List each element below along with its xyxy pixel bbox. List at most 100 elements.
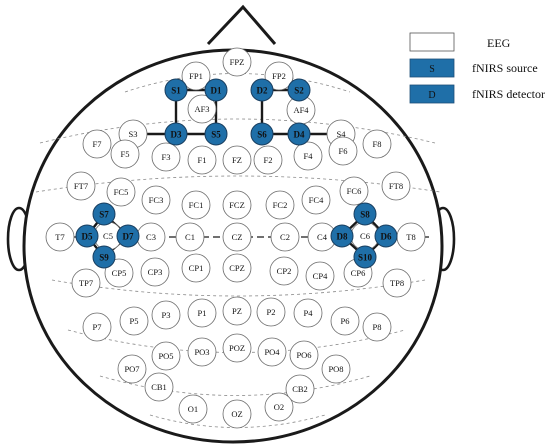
fnirs-optode-label: S6 bbox=[257, 130, 267, 140]
eeg-electrode-label: P2 bbox=[267, 307, 276, 317]
eeg-electrode-label: C4 bbox=[317, 232, 328, 242]
eeg-electrode-label: PZ bbox=[232, 306, 242, 316]
eeg-electrode-label: FC2 bbox=[273, 200, 288, 210]
eeg-electrode-label: PO6 bbox=[296, 350, 311, 360]
eeg-electrode-label: CB1 bbox=[151, 382, 167, 392]
eeg-electrode-po7: PO7 bbox=[117, 354, 147, 384]
eeg-electrode-o2: O2 bbox=[264, 392, 294, 422]
eeg-electrode-circle bbox=[362, 312, 392, 342]
eeg-electrode-label: FC5 bbox=[114, 187, 129, 197]
eeg-electrode-f6: F6 bbox=[328, 136, 358, 166]
eeg-electrode-circle bbox=[285, 374, 315, 404]
eeg-electrode-label: FPZ bbox=[230, 57, 245, 67]
fnirs-optode-circle bbox=[92, 245, 116, 269]
eeg-electrode-circle bbox=[151, 341, 181, 371]
eeg-electrode-af3: AF3 bbox=[187, 94, 217, 124]
eeg-electrode-fcz: FCZ bbox=[222, 190, 252, 220]
fnirs-optode-circle bbox=[204, 78, 228, 102]
fnirs-source-s10: S10 bbox=[353, 245, 377, 269]
fnirs-source-s5: S5 bbox=[204, 122, 228, 146]
eeg-electrode-label: F8 bbox=[373, 139, 382, 149]
fnirs-optode-label: S2 bbox=[294, 86, 304, 96]
eeg-electrode-label: CP6 bbox=[351, 268, 366, 278]
eeg-electrode-label: FT7 bbox=[74, 181, 88, 191]
eeg-electrode-circle bbox=[181, 190, 211, 220]
eeg-electrode-circle bbox=[222, 145, 252, 175]
eeg-electrode-tp8: TP8 bbox=[382, 268, 412, 298]
eeg-electrode-circle bbox=[144, 372, 174, 402]
eeg-electrode-label: TP8 bbox=[390, 278, 404, 288]
eeg-electrode-c3: C3 bbox=[136, 222, 166, 252]
eeg-electrode-circle bbox=[289, 340, 319, 370]
eeg-electrode-cb1: CB1 bbox=[144, 372, 174, 402]
eeg-electrode-label: F5 bbox=[121, 149, 130, 159]
eeg-electrode-fz: FZ bbox=[222, 145, 252, 175]
eeg-electrode-f5: F5 bbox=[110, 139, 140, 169]
eeg-electrode-circle bbox=[222, 333, 252, 363]
legend-eeg-label: EEG bbox=[487, 36, 511, 50]
fnirs-optode-label: S8 bbox=[360, 210, 370, 220]
eeg-electrode-label: CP5 bbox=[112, 268, 127, 278]
eeg-electrode-circle bbox=[270, 222, 300, 252]
eeg-electrode-poz: POZ bbox=[222, 333, 252, 363]
eeg-electrode-po8: PO8 bbox=[321, 354, 351, 384]
eeg-electrode-fp1: FP1 bbox=[181, 61, 211, 91]
fnirs-source-s8: S8 bbox=[353, 202, 377, 226]
eeg-electrode-po4: PO4 bbox=[257, 337, 287, 367]
fnirs-detector-d8: D8 bbox=[330, 224, 354, 248]
eeg-electrode-circle bbox=[256, 297, 286, 327]
eeg-electrode-circle bbox=[382, 268, 412, 298]
fnirs-detector-d6: D6 bbox=[374, 224, 398, 248]
eeg-electrode-circle bbox=[301, 185, 331, 215]
fnirs-optode-circle bbox=[116, 224, 140, 248]
eeg-electrode-label: C3 bbox=[146, 232, 156, 242]
eeg-electrode-circle bbox=[222, 47, 252, 77]
eeg-electrode-pz: PZ bbox=[222, 296, 252, 326]
eeg-electrode-cp5: CP5 bbox=[104, 258, 134, 288]
fnirs-source-s7: S7 bbox=[92, 202, 116, 226]
fnirs-optode-circle bbox=[330, 224, 354, 248]
eeg-electrode-p2: P2 bbox=[256, 297, 286, 327]
eeg-electrode-p4: P4 bbox=[293, 298, 323, 328]
eeg-electrode-p6: P6 bbox=[330, 306, 360, 336]
eeg-electrode-label: F3 bbox=[162, 152, 171, 162]
eeg-electrode-fc5: FC5 bbox=[106, 177, 136, 207]
eeg-electrode-cb2: CB2 bbox=[285, 374, 315, 404]
eeg-electrode-label: P3 bbox=[162, 310, 171, 320]
eeg-electrode-label: CZ bbox=[232, 232, 243, 242]
fnirs-optode-circle bbox=[287, 122, 311, 146]
fnirs-source-s1: S1 bbox=[164, 78, 188, 102]
eeg-electrode-c1: C1 bbox=[175, 222, 205, 252]
eeg-electrode-circle bbox=[45, 222, 75, 252]
fnirs-optode-circle bbox=[250, 122, 274, 146]
eeg-electrode-circle bbox=[222, 399, 252, 429]
eeg-electrode-label: CP3 bbox=[148, 267, 163, 277]
fnirs-detector-d7: D7 bbox=[116, 224, 140, 248]
eeg-electrode-label: AF3 bbox=[194, 104, 209, 114]
fnirs-optode-circle bbox=[374, 224, 398, 248]
nose-shape bbox=[206, 4, 277, 46]
fnirs-optode-label: S9 bbox=[99, 253, 109, 263]
eeg-electrode-circle bbox=[187, 337, 217, 367]
eeg-electrode-label: P4 bbox=[304, 308, 314, 318]
fnirs-optode-circle bbox=[353, 245, 377, 269]
eeg-electrode-cpz: CPZ bbox=[222, 253, 252, 283]
eeg-electrode-p5: P5 bbox=[119, 306, 149, 336]
eeg-electrode-circle bbox=[151, 142, 181, 172]
eeg-electrode-circle bbox=[181, 253, 211, 283]
eeg-electrode-label: S4 bbox=[337, 129, 347, 139]
eeg-electrode-p7: P7 bbox=[82, 312, 112, 342]
eeg-electrode-f7: F7 bbox=[82, 129, 112, 159]
eeg-electrode-circle bbox=[265, 190, 295, 220]
eeg-electrode-label: P5 bbox=[130, 316, 139, 326]
eeg-electrode-label: OZ bbox=[231, 409, 242, 419]
eeg-electrode-circle bbox=[106, 177, 136, 207]
legend-detector-swatch bbox=[409, 84, 455, 104]
fnirs-optode-circle bbox=[92, 202, 116, 226]
fnirs-source-s2: S2 bbox=[287, 78, 311, 102]
fnirs-optode-label: S1 bbox=[171, 86, 181, 96]
eeg-electrode-label: P6 bbox=[341, 316, 350, 326]
fnirs-optode-label: D5 bbox=[82, 232, 93, 242]
eeg-electrode-label: O2 bbox=[274, 402, 284, 412]
eeg-electrode-label: CP1 bbox=[189, 263, 204, 273]
